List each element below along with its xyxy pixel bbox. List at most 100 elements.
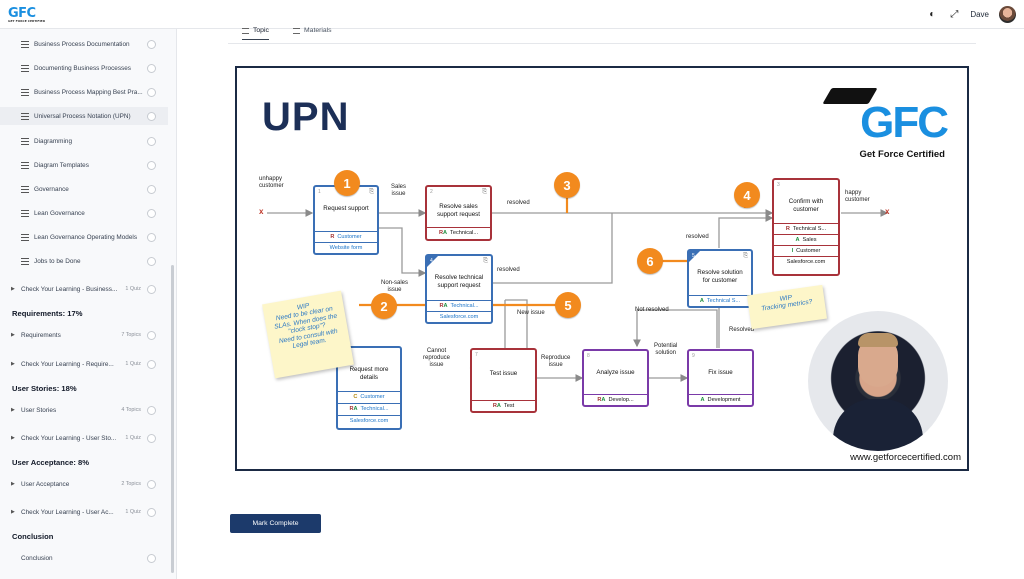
progress-circle — [147, 136, 156, 146]
lesson-item[interactable]: Business Process Mapping Best Pra... — [0, 83, 168, 101]
materials-icon — [293, 27, 300, 34]
chevron-right-icon: ▶ — [11, 286, 15, 292]
progress-circle — [147, 63, 156, 73]
progress-circle — [147, 208, 156, 218]
step-badge: 6 — [637, 248, 663, 274]
attachment-icon: ⎘ — [483, 258, 488, 264]
tab-materials[interactable]: Materials — [293, 27, 332, 34]
gfc-brand-logo: GFC Get Force Certified — [822, 82, 953, 160]
attachment-icon: ⎘ — [743, 253, 748, 259]
quiz-row[interactable]: ▶Check Your Learning - Business...1 Quiz — [0, 280, 168, 298]
lesson-item[interactable]: Governance — [0, 180, 168, 198]
lesson-item[interactable]: Lean Governance Operating Models — [0, 228, 168, 246]
step-badge: 3 — [554, 172, 580, 198]
lesson-icon — [21, 40, 29, 48]
step-badge: 1 — [334, 170, 360, 196]
label-resolved-fix: Resolved — [729, 327, 755, 333]
wip-sticky-note: WIP Need to be clear on SLAs. When does … — [262, 290, 354, 379]
label-reproduce-issue: Reproduce issue — [541, 355, 571, 368]
course-sidebar: Business Process Documentation Documenti… — [0, 29, 177, 579]
progress-circle — [147, 433, 156, 443]
dark-mode-icon[interactable]: ◐ — [929, 9, 936, 20]
attachment-icon: ⎘ — [369, 189, 374, 195]
chevron-right-icon: ▶ — [11, 481, 15, 487]
lesson-icon — [21, 88, 29, 96]
step-badge: 4 — [734, 182, 760, 208]
progress-circle — [147, 232, 156, 242]
label-resolved-solution: resolved — [686, 234, 709, 240]
chevron-right-icon: ▶ — [11, 407, 15, 413]
lesson-icon — [21, 185, 29, 193]
quiz-row[interactable]: ▶Check Your Learning - User Sto...1 Quiz — [0, 429, 168, 447]
progress-circle — [147, 87, 156, 97]
sidebar-scrollbar[interactable] — [171, 265, 174, 573]
chevron-right-icon: ▶ — [11, 509, 15, 515]
avatar[interactable] — [999, 6, 1016, 23]
website-url: www.getforcecertified.com — [850, 452, 961, 463]
progress-circle — [147, 284, 156, 294]
tab-topic[interactable]: Topic — [242, 27, 269, 40]
quiz-row[interactable]: ▶Check Your Learning - Require...1 Quiz — [0, 355, 168, 373]
lesson-icon — [21, 209, 29, 217]
progress-circle — [147, 256, 156, 266]
section-title: Requirements: 17% — [12, 309, 83, 318]
chevron-right-icon: ▶ — [11, 361, 15, 367]
lesson-item[interactable]: Lean Governance — [0, 204, 168, 222]
progress-circle — [147, 39, 156, 49]
mark-complete-button[interactable]: Mark Complete — [230, 514, 321, 533]
presenter-video[interactable] — [808, 311, 948, 451]
video-slide[interactable]: UPN GFC Get Force Certified — [235, 66, 969, 471]
slide-title: UPN — [262, 95, 350, 139]
label-resolved-technical: resolved — [497, 267, 520, 273]
label-happy-customer: happy customer — [845, 190, 870, 203]
progress-circle — [147, 507, 156, 517]
progress-circle — [147, 553, 156, 563]
label-non-sales-issue: Non-sales issue — [381, 280, 409, 293]
progress-circle — [147, 359, 156, 369]
quiz-row[interactable]: ▶Check Your Learning - User Ac...1 Quiz — [0, 503, 168, 521]
progress-circle — [147, 111, 156, 121]
label-unhappy-customer: unhappy customer — [259, 176, 284, 189]
label-cannot-reproduce: Cannot reproduce issue — [423, 348, 451, 368]
lesson-item[interactable]: Diagramming — [0, 132, 168, 150]
chevron-right-icon: ▶ — [11, 332, 15, 338]
lesson-item-active[interactable]: Universal Process Notation (UPN) — [0, 107, 168, 125]
lesson-item[interactable]: Business Process Documentation — [0, 35, 168, 53]
progress-circle — [147, 160, 156, 170]
lesson-icon — [21, 161, 29, 169]
section-title: User Acceptance: 8% — [12, 458, 89, 467]
label-resolved-sales: resolved — [507, 200, 530, 206]
user-name[interactable]: Dave — [970, 10, 989, 19]
expand-icon[interactable]: ⤢ — [950, 9, 959, 20]
step-badge: 5 — [555, 292, 581, 318]
lesson-icon — [21, 137, 29, 145]
lesson-item[interactable]: Diagram Templates — [0, 156, 168, 174]
progress-circle — [147, 330, 156, 340]
lesson-icon — [21, 112, 29, 120]
topic-icon — [242, 27, 249, 34]
content-tabs: Topic Materials — [228, 24, 976, 44]
start-x: x — [259, 207, 264, 216]
section-title: Conclusion — [12, 532, 54, 541]
section-title: User Stories: 18% — [12, 384, 77, 393]
progress-circle — [147, 479, 156, 489]
lesson-item[interactable]: Documenting Business Processes — [0, 59, 168, 77]
progress-circle — [147, 405, 156, 415]
lesson-icon — [21, 257, 29, 265]
lesson-icon — [21, 233, 29, 241]
lesson-item[interactable]: Jobs to be Done — [0, 252, 168, 270]
lesson-item[interactable]: Conclusion — [0, 549, 168, 567]
chevron-right-icon: ▶ — [11, 435, 15, 441]
